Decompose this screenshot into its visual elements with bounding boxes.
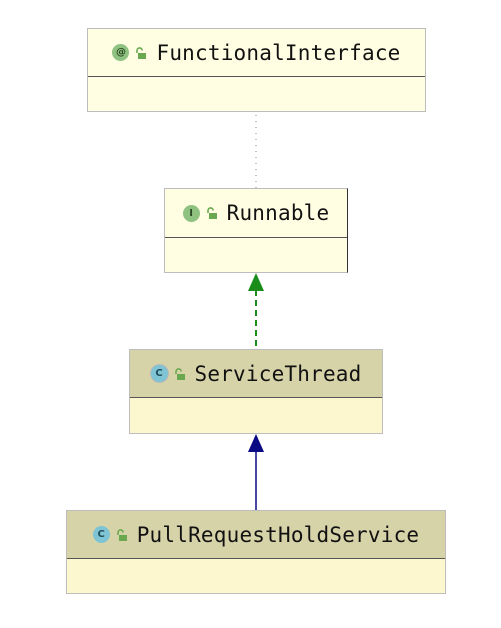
node-header: @ FunctionalInterface [88,29,425,77]
abstract-class-badge-icon: C [150,365,168,382]
node-name: ServiceThread [194,361,362,386]
node-name: Runnable [226,201,330,225]
implements-arrowhead [248,273,264,291]
node-body [165,238,347,272]
node-header: I Runnable [165,189,347,238]
annotation-badge-icon: @ [112,44,130,61]
node-body [88,77,425,111]
public-lock-icon [136,46,147,59]
node-pull-request-hold-service[interactable]: C PullRequestHoldService [66,510,446,594]
extends-arrowhead [248,434,264,452]
node-body [67,559,445,593]
interface-badge-icon: I [182,204,200,222]
node-name: FunctionalInterface [156,40,401,65]
class-badge-icon: C [92,526,110,543]
node-name: PullRequestHoldService [136,522,420,547]
node-body [130,398,382,433]
node-service-thread[interactable]: C ServiceThread [129,349,383,434]
node-header: C ServiceThread [130,350,382,398]
public-lock-icon [206,207,217,219]
node-header: C PullRequestHoldService [67,511,445,559]
node-functional-interface[interactable]: @ FunctionalInterface [87,28,426,112]
public-lock-icon [174,367,185,380]
node-runnable[interactable]: I Runnable [164,188,348,273]
public-lock-icon [116,528,127,541]
